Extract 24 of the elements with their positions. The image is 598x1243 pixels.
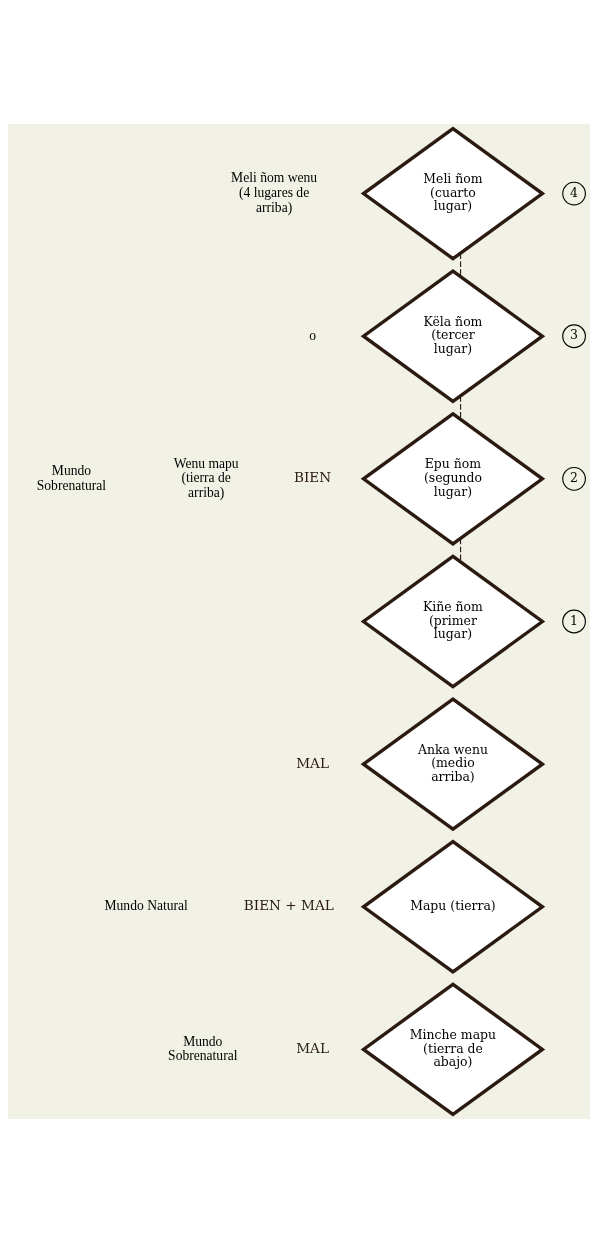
node-diamond: Epu ñom (segundo lugar): [360, 411, 546, 547]
label: Meli ñom wenu (4 lugares de arriba): [231, 170, 318, 215]
label: BIEN: [294, 469, 332, 486]
node-diamond: Kiñe ñom (primer lugar): [360, 554, 546, 689]
node-diamond: Anka wenu (medio arriba): [360, 696, 546, 832]
node-label: 2: [570, 470, 579, 486]
connector: [459, 252, 462, 278]
label: BIEN + MAL: [243, 897, 334, 914]
label: o: [309, 327, 316, 343]
node-label: 1: [570, 612, 579, 628]
label: Mundo Natural: [104, 898, 188, 914]
node-label: 4: [570, 184, 579, 200]
label: MAL: [296, 1039, 329, 1056]
node-diamond: Meli ñom (cuarto lugar): [360, 126, 546, 261]
node-diamond: Këla ñom (tercer lugar): [360, 269, 546, 404]
label: Wenu mapu (tierra de arriba): [173, 455, 239, 501]
label: MAL: [296, 754, 329, 771]
node-diamond: Mapu (tierra): [360, 839, 546, 974]
label: Mundo Sobrenatural: [36, 463, 107, 493]
label: Mundo Sobrenatural: [168, 1033, 238, 1064]
connector: [459, 538, 462, 563]
connector: [459, 395, 462, 420]
node-label: 3: [570, 327, 579, 343]
node-diamond: Minche mapu (tierra de abajo): [360, 982, 546, 1117]
